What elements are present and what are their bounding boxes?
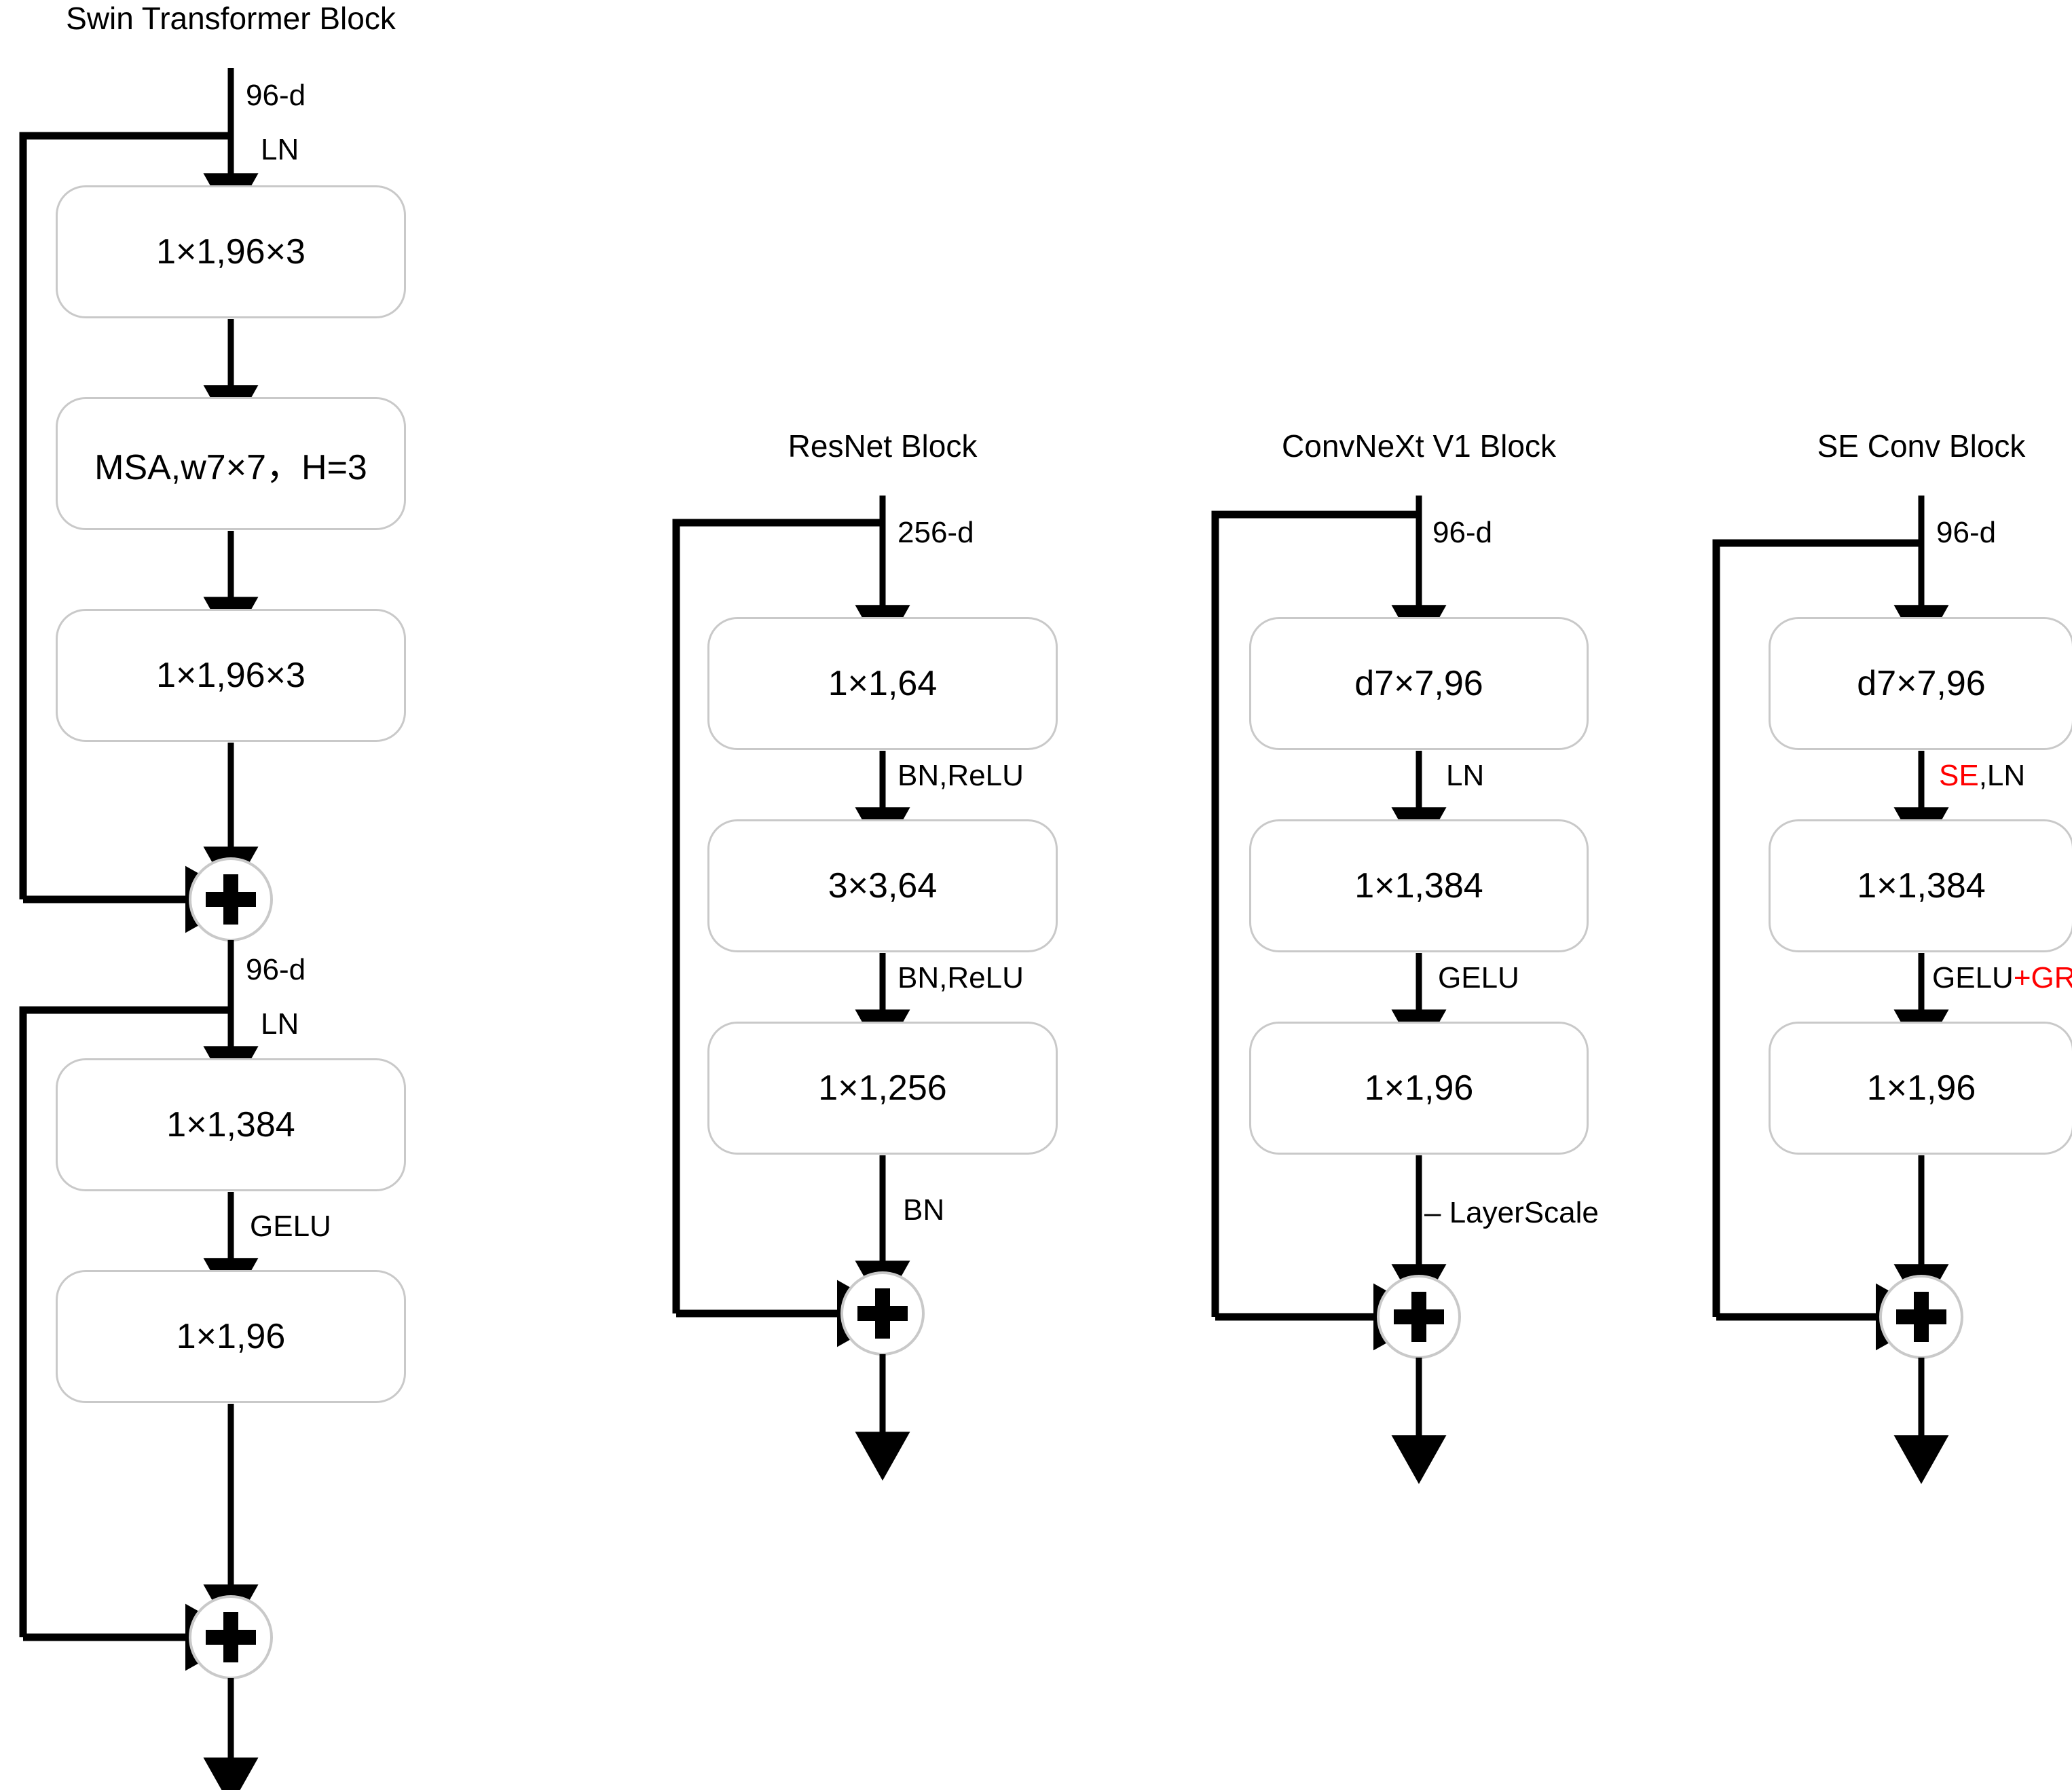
gelu-token: GELU — [1932, 961, 2014, 994]
node-label: 1×1,96 — [1364, 1068, 1474, 1108]
convnext-node-dwconv7x7-96[interactable]: d7×7,96 — [1249, 617, 1589, 750]
swin-connectors — [19, 68, 273, 1790]
convnext-node-conv1x1-96[interactable]: 1×1,96 — [1249, 1022, 1589, 1155]
convnext-connectors — [1211, 496, 1461, 1485]
ln-token: ,LN — [1978, 759, 2026, 792]
node-label: 3×3,64 — [828, 866, 938, 906]
convnext-edge-label-in-dim: 96-d — [1432, 516, 1493, 549]
node-label: 1×1,64 — [828, 664, 938, 703]
resnet-edge-label-bn: BN — [903, 1193, 945, 1227]
swin-edge-label-mid-dim: 96-d — [246, 953, 306, 986]
se-token: SE — [1939, 759, 1979, 792]
node-label: 1×1,96×3 — [156, 656, 306, 695]
swin-node-mlp-proj-2[interactable]: 1×1,96×3 — [56, 609, 406, 742]
node-label: 1×1,256 — [818, 1068, 947, 1108]
grn-token: +GRN — [2013, 961, 2072, 994]
convnext-node-conv1x1-384[interactable]: 1×1,384 — [1249, 819, 1589, 952]
column-title-swin: Swin Transformer Block — [66, 1, 396, 36]
column-title-convnext: ConvNeXt V1 Block — [1282, 428, 1556, 464]
column-title-resnet: ResNet Block — [788, 428, 978, 464]
swin-node-fc-384[interactable]: 1×1,384 — [56, 1058, 406, 1191]
swin-node-mlp-proj-1[interactable]: 1×1,96×3 — [56, 185, 406, 318]
node-label: 1×1,96×3 — [156, 232, 306, 272]
resnet-connectors — [672, 496, 925, 1481]
node-label: 1×1,96 — [176, 1317, 286, 1356]
swin-node-fc-96[interactable]: 1×1,96 — [56, 1270, 406, 1403]
seconv-node-conv1x1-96[interactable]: 1×1,96 — [1769, 1022, 2072, 1155]
swin-node-msa[interactable]: MSA,w7×7，H=3 — [56, 397, 406, 530]
node-label: 1×1,384 — [1354, 866, 1483, 906]
seconv-node-conv1x1-384[interactable]: 1×1,384 — [1769, 819, 2072, 952]
resnet-edge-label-in-dim: 256-d — [898, 516, 974, 549]
node-label: 1×1,384 — [1857, 866, 1986, 906]
seconv-node-dwconv7x7-96[interactable]: d7×7,96 — [1769, 617, 2072, 750]
convnext-edge-label-gelu: GELU — [1438, 961, 1519, 994]
swin-edge-label-mid-norm: LN — [261, 1007, 299, 1041]
swin-edge-label-in-dim: 96-d — [246, 79, 306, 112]
resnet-node-conv1x1-256[interactable]: 1×1,256 — [707, 1022, 1058, 1155]
swin-edge-label-gelu: GELU — [250, 1210, 331, 1243]
resnet-edge-label-bn-relu-2: BN,ReLU — [898, 961, 1024, 994]
swin-edge-label-in-norm: LN — [261, 133, 299, 166]
seconv-connectors — [1712, 496, 1963, 1485]
node-label: d7×7,96 — [1857, 664, 1986, 703]
convnext-edge-label-ln: LN — [1446, 759, 1485, 792]
column-title-seconv: SE Conv Block — [1817, 428, 2026, 464]
node-label: MSA,w7×7，H=3 — [94, 447, 367, 487]
seconv-edge-label-se-ln: SE,LN — [1939, 759, 2025, 793]
resnet-node-conv3x3-64[interactable]: 3×3,64 — [707, 819, 1058, 952]
resnet-node-conv1x1-64[interactable]: 1×1,64 — [707, 617, 1058, 750]
node-label: 1×1,96 — [1866, 1068, 1976, 1108]
convnext-edge-label-layerscale: – LayerScale — [1424, 1196, 1599, 1229]
node-label: d7×7,96 — [1354, 664, 1483, 703]
resnet-edge-label-bn-relu-1: BN,ReLU — [898, 759, 1024, 792]
node-label: 1×1,384 — [166, 1105, 295, 1144]
seconv-edge-label-in-dim: 96-d — [1936, 516, 1997, 549]
seconv-edge-label-gelu-grn: GELU+GRN — [1932, 961, 2072, 995]
